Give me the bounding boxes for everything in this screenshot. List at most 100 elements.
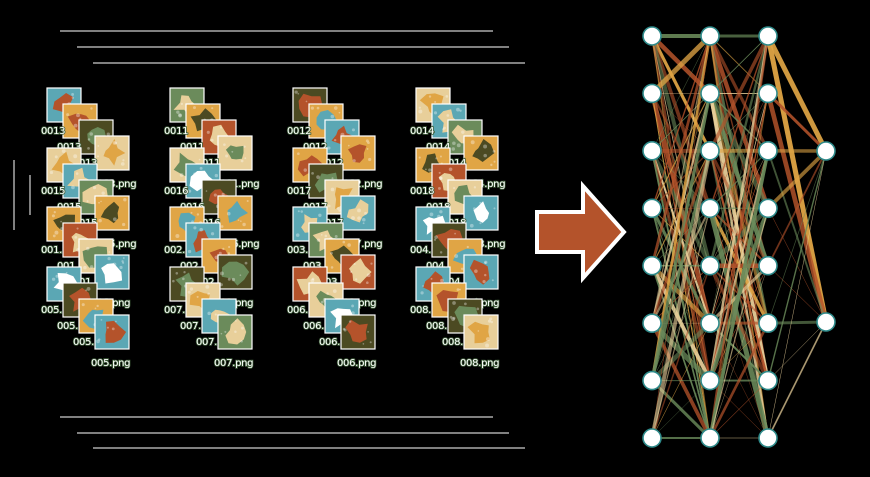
network-node — [758, 313, 778, 333]
network-edge — [650, 150, 712, 439]
shape-texture — [221, 261, 250, 286]
file-name-label: 008. — [426, 321, 447, 332]
network-node — [758, 198, 778, 219]
network-edge — [766, 149, 828, 210]
image-thumbnail — [217, 254, 253, 290]
network-edge — [709, 380, 769, 439]
image-thumbnail — [463, 195, 499, 231]
network-node — [700, 313, 720, 333]
network-node — [642, 255, 662, 276]
network-node — [642, 26, 662, 46]
network-edge — [651, 380, 711, 439]
file-name-label: 0016 — [164, 186, 188, 197]
image-thumbnail — [94, 195, 130, 231]
network-node — [642, 83, 662, 104]
network-node — [758, 255, 778, 276]
network-node — [700, 198, 720, 219]
network-node — [700, 255, 720, 276]
shape-texture — [225, 318, 247, 345]
network-edge — [650, 35, 712, 267]
file-name-label: 005. — [41, 305, 62, 316]
shape-texture — [467, 321, 490, 344]
image-thumbnail — [340, 314, 376, 350]
file-name-label: 008. — [442, 337, 463, 348]
shape-texture — [469, 259, 490, 285]
file-name-label: 007. — [164, 305, 185, 316]
file-name-label: 008. — [410, 305, 431, 316]
shape-texture — [472, 139, 495, 162]
file-name-label: 0012 — [287, 126, 311, 137]
image-thumbnail — [463, 135, 499, 171]
network-node — [642, 141, 662, 161]
network-nodes — [642, 26, 836, 448]
shape-texture — [346, 199, 369, 223]
file-name-label: 0011 — [164, 126, 188, 137]
image-thumbnail — [94, 254, 130, 290]
image-thumbnail — [340, 195, 376, 231]
shape-texture — [349, 258, 372, 284]
network-node — [758, 428, 778, 448]
network-node — [642, 428, 662, 448]
network-edge — [709, 35, 769, 94]
network-edge — [766, 92, 828, 153]
image-thumbnail — [94, 135, 130, 171]
image-thumbnail — [463, 314, 499, 350]
image-stack: 0014001400140014.png0018001800180018.png… — [409, 87, 506, 370]
shape-texture — [345, 319, 368, 343]
file-name-label: 002. — [164, 245, 185, 256]
shape-texture — [105, 320, 127, 343]
network-edge — [767, 150, 827, 324]
network-node — [700, 428, 720, 448]
network-edge — [709, 265, 769, 439]
image-stack: 0011001100110011.png0016001600160016.png… — [163, 87, 260, 370]
shape-texture — [473, 201, 490, 223]
shape-texture — [348, 144, 367, 163]
output-node — [816, 141, 836, 161]
file-name-label: 0014 — [410, 126, 434, 137]
shape-texture — [225, 145, 244, 160]
network-edge — [708, 35, 770, 152]
file-name-label: 0013 — [41, 126, 65, 137]
file-name-label: 0015 — [41, 186, 65, 197]
output-node — [816, 312, 836, 332]
network-node — [700, 370, 720, 391]
network-edge — [651, 323, 711, 439]
image-thumbnail — [340, 135, 376, 171]
network-edge — [651, 35, 711, 151]
network-edge — [767, 321, 827, 381]
file-name-label: 003. — [287, 245, 308, 256]
network-node — [758, 26, 778, 46]
shape-texture — [227, 200, 248, 223]
image-thumbnail — [217, 314, 253, 350]
network-node — [700, 83, 720, 104]
image-stack: 0013001300130013.png0015001500150015.png… — [40, 87, 137, 370]
network-edge — [708, 35, 770, 439]
network-edge — [709, 35, 769, 209]
network-edge — [651, 35, 711, 209]
image-thumbnail — [94, 314, 130, 350]
file-name-label: 007. — [180, 321, 201, 332]
network-edge — [709, 35, 769, 324]
file-name-label: 006. — [319, 337, 340, 348]
file-name-label: 006. — [287, 305, 308, 316]
network-node — [758, 370, 778, 391]
network-edge — [767, 150, 827, 267]
network-edge — [651, 35, 711, 439]
network-edge — [767, 150, 827, 381]
network-edge — [651, 265, 711, 439]
network-node — [642, 370, 662, 391]
network-edge — [709, 208, 769, 439]
image-thumbnail — [217, 135, 253, 171]
network-node — [700, 26, 720, 46]
file-name-label: 001. — [41, 245, 62, 256]
file-name-label: 006. — [303, 321, 324, 332]
image-thumbnail — [463, 254, 499, 290]
image-thumbnail — [340, 254, 376, 290]
network-edge — [767, 150, 827, 439]
network-node — [758, 141, 778, 161]
file-name-label: 0018 — [410, 186, 434, 197]
network-edge — [708, 322, 770, 439]
